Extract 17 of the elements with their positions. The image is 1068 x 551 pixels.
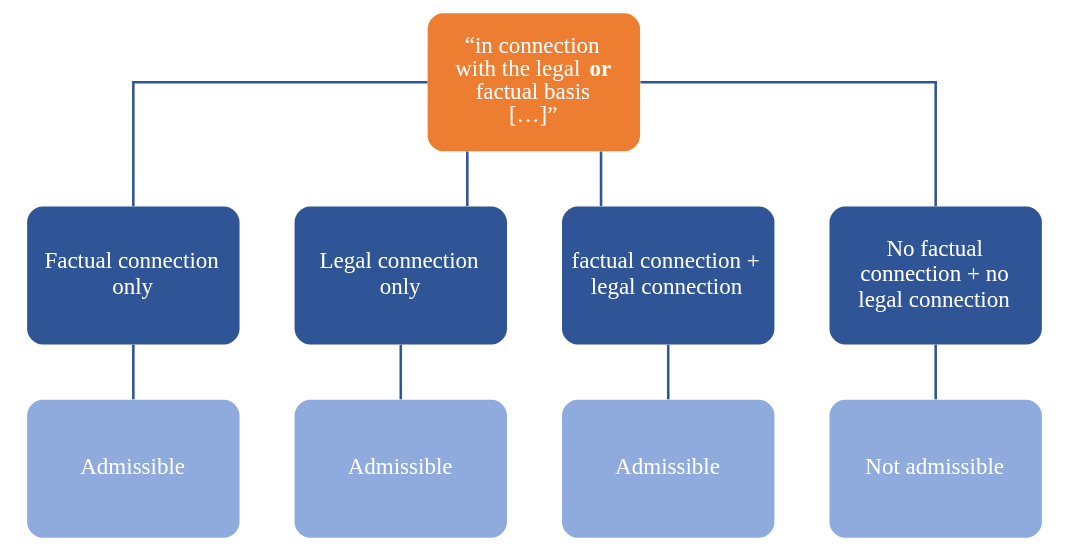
connector (640, 81, 937, 207)
connector (666, 344, 669, 400)
node-box: No factual connection + no legal connection (828, 206, 1042, 345)
node-box: Admissible (294, 399, 507, 538)
node-box: factual connection + legal connection (561, 206, 774, 345)
connector (465, 151, 469, 207)
node-box: Factual connection only (26, 206, 240, 345)
node-box: Legal connection only (294, 206, 507, 345)
node-box: Not admissible (828, 399, 1042, 538)
connector (399, 344, 402, 400)
node-box: Admissible (26, 399, 240, 538)
connector (599, 151, 602, 207)
connector (131, 81, 428, 207)
node-box: “in connection with the legal or factual basis […]” (427, 13, 640, 152)
connector (131, 344, 135, 400)
connector (933, 344, 937, 400)
node-box: Admissible (561, 399, 774, 538)
